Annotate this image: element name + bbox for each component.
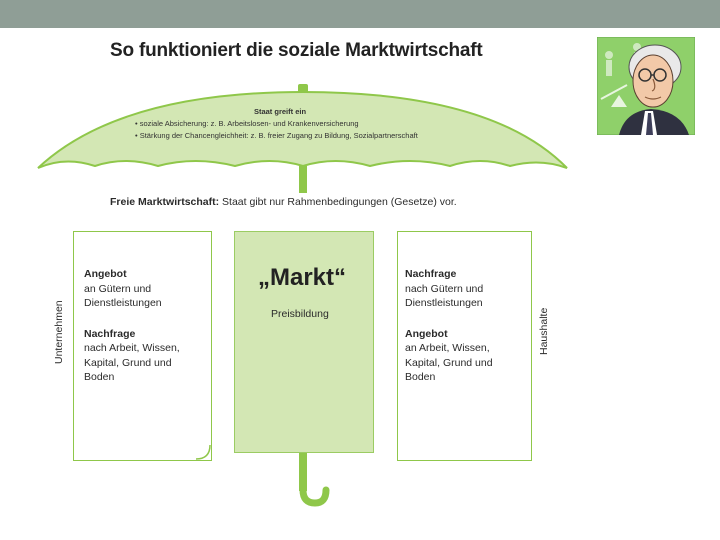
left-h2: Nachfrage <box>84 327 136 340</box>
umbrella-handle <box>299 486 330 507</box>
portrait-nose <box>651 78 656 92</box>
bg-figure-body-1 <box>606 60 612 76</box>
canopy-text: Staat greift ein soziale Absicherung: z.… <box>135 106 418 142</box>
portrait-tie <box>646 113 653 135</box>
bg-scale <box>600 84 628 100</box>
umbrella-tip <box>298 84 308 93</box>
right-l2c: Boden <box>405 371 436 383</box>
right-l1b: Dienstleistungen <box>405 297 483 309</box>
right-l2a: an Arbeit, Wissen, <box>405 342 490 354</box>
portrait-illustration <box>597 37 695 135</box>
left-l1a: an Gütern und <box>84 282 152 295</box>
canopy-bullet-1: soziale Absicherung: z. B. Arbeitslosen-… <box>135 118 418 130</box>
bg-shape <box>611 95 627 107</box>
umbrella-pole-bottom <box>299 451 307 491</box>
right-box <box>397 231 532 461</box>
portrait-face <box>632 54 674 108</box>
free-market-label: Freie Marktwirtschaft: <box>110 196 220 208</box>
left-l2b: Kapital, Grund und <box>84 356 172 369</box>
left-h1: Angebot <box>84 268 127 280</box>
free-market-text: Staat gibt nur Rahmenbedingungen (Gesetz… <box>222 196 457 208</box>
left-box-text: Angebot an Gütern und Dienstleistungen N… <box>84 267 180 385</box>
center-title: „Markt“ <box>258 264 347 291</box>
left-l2a: nach Arbeit, Wissen, <box>84 342 180 354</box>
left-l2c: Boden <box>84 371 115 383</box>
bg-figure-head-1 <box>605 51 613 59</box>
page-title: So funktioniert die soziale Marktwirtsch… <box>110 40 483 61</box>
label-unternehmen: Unternehmen <box>53 300 65 364</box>
free-market-line: Freie Marktwirtschaft: Staat gibt nur Ra… <box>110 196 457 208</box>
bg-figure-head-2 <box>633 43 641 51</box>
center-box <box>234 231 374 453</box>
right-l1a: nach Gütern und <box>405 282 484 295</box>
right-h2: Angebot <box>405 327 448 340</box>
canopy-bullet-2: Stärkung der Chancengleichheit: z. B. fr… <box>135 130 418 142</box>
portrait-mouth <box>644 96 662 100</box>
left-l1b: Dienstleistungen <box>84 297 162 309</box>
right-h1: Nachfrage <box>405 268 457 280</box>
label-haushalte: Haushalte <box>538 307 550 355</box>
right-box-text: Nachfrage nach Gütern und Dienstleistung… <box>405 267 493 385</box>
right-l2b: Kapital, Grund und <box>405 356 493 369</box>
canopy-heading: Staat greift ein <box>253 107 307 116</box>
umbrella-pole-top <box>299 166 307 193</box>
center-subtitle: Preisbildung <box>271 308 329 320</box>
top-bar <box>0 0 720 28</box>
left-box <box>73 231 212 461</box>
